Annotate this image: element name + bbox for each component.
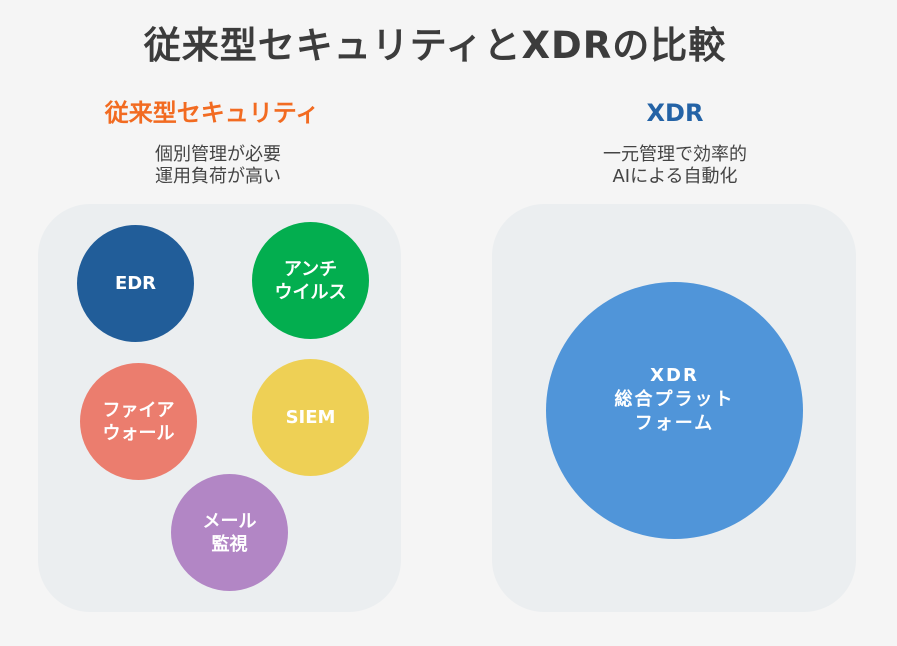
tool-label-line-2: 監視 [211, 533, 248, 555]
xdr-subtitle-line-1: 一元管理で効率的 [603, 144, 747, 165]
xdr-platform-circle: XDR 総合プラット フォーム [546, 282, 803, 539]
tool-label-line-1: ファイア [102, 399, 175, 421]
xdr-platform-label: XDR 総合プラット フォーム [615, 364, 735, 436]
tool-label: SIEM [285, 407, 336, 428]
tool-circle-siem: SIEM [252, 359, 369, 476]
traditional-subtitle: 個別管理が必要 運用負荷が高い [58, 144, 378, 188]
tool-label-line-1: アンチ [283, 258, 338, 280]
xdr-platform-title: XDR [650, 364, 699, 386]
xdr-platform-line-1: 総合プラット [614, 388, 735, 410]
traditional-subtitle-line-1: 個別管理が必要 [155, 144, 281, 165]
xdr-subtitle: 一元管理で効率的 AIによる自動化 [515, 144, 835, 188]
tool-circle-edr: EDR [77, 225, 194, 342]
traditional-subtitle-line-2: 運用負荷が高い [155, 166, 281, 187]
xdr-subtitle-line-2: AIによる自動化 [612, 166, 738, 187]
traditional-heading: 従来型セキュリティ [104, 99, 320, 127]
tool-circle-firewall: ファイア ウォール [80, 363, 197, 480]
tool-circle-antivirus: アンチ ウイルス [252, 222, 369, 339]
tool-label-line-2: ウォール [102, 422, 175, 444]
tool-label: EDR [114, 273, 157, 294]
xdr-heading: XDR [646, 99, 704, 127]
tool-label-line-2: ウイルス [274, 281, 347, 303]
tool-label-line-1: メール [202, 510, 257, 532]
tool-circle-mail-monitoring: メール 監視 [171, 474, 288, 591]
page-title: 従来型セキュリティとXDRの比較 [143, 24, 727, 67]
xdr-platform-line-2: フォーム [634, 412, 715, 434]
